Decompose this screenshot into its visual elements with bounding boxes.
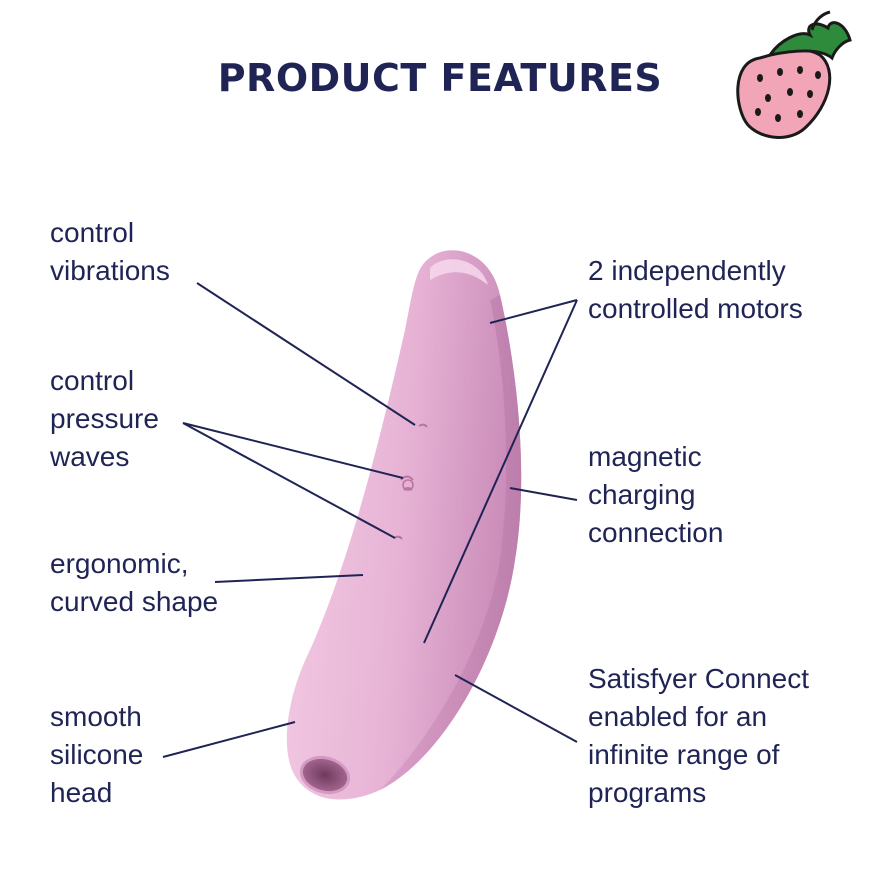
leader-control-vibrations: [196, 282, 416, 426]
strawberry-icon: [736, 10, 852, 139]
product-body: [286, 250, 522, 800]
leader-lines: [162, 282, 578, 758]
feature-control-pressure-waves: control pressure waves: [50, 365, 159, 472]
silicone-head-opening: [299, 755, 351, 795]
feature-magnetic-charging: magnetic charging connection: [588, 441, 724, 548]
page-title: PRODUCT FEATURES: [217, 56, 663, 100]
feature-motors: 2 independently controlled motors: [588, 255, 803, 324]
control-buttons: [393, 423, 428, 540]
leader-silicone-head: [162, 721, 296, 758]
feature-ergonomic-shape: ergonomic, curved shape: [50, 548, 219, 617]
leader-motors-b: [423, 299, 578, 644]
feature-control-vibrations: control vibrations: [50, 217, 170, 286]
leader-ergonomic-shape: [214, 574, 364, 583]
feature-silicone-head: smooth silicone head: [50, 701, 144, 808]
leader-connect-app: [454, 674, 578, 743]
leader-motors-a: [489, 299, 578, 324]
leader-pressure-waves-b: [182, 422, 396, 539]
feature-connect-app: Satisfyer Connect enabled for an infinit…: [588, 663, 809, 808]
leader-pressure-waves-a: [182, 422, 404, 479]
leader-magnetic-charging: [509, 487, 578, 501]
